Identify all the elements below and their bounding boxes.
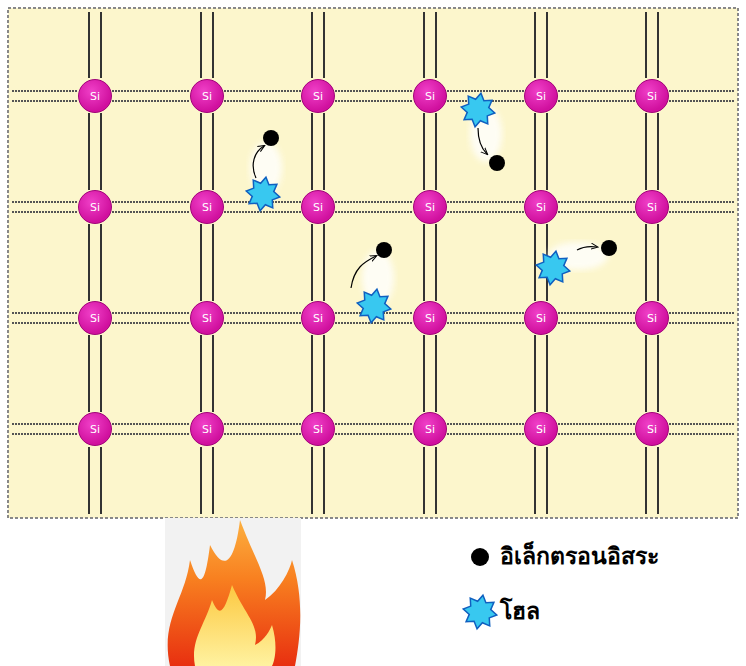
covalent-bond	[224, 91, 301, 101]
covalent-bond	[201, 113, 213, 190]
element-symbol: Si	[425, 313, 435, 324]
covalent-bond	[112, 202, 190, 212]
element-symbol: Si	[647, 424, 657, 435]
covalent-bond	[447, 424, 524, 434]
element-symbol: Si	[202, 91, 212, 102]
covalent-bond	[224, 424, 301, 434]
element-symbol: Si	[425, 424, 435, 435]
covalent-bond	[447, 91, 524, 101]
silicon-atom: Si	[524, 190, 558, 224]
covalent-bond	[558, 313, 635, 323]
electron-hole-pair	[533, 240, 617, 288]
element-symbol: Si	[202, 424, 212, 435]
silicon-atom: Si	[524, 301, 558, 335]
covalent-bond	[312, 335, 324, 412]
element-symbol: Si	[647, 202, 657, 213]
element-symbol: Si	[647, 313, 657, 324]
legend-text: โฮล	[500, 598, 540, 626]
covalent-bond	[224, 313, 301, 323]
silicon-atom: Si	[78, 301, 112, 335]
silicon-atom: Si	[635, 79, 669, 113]
silicon-atom: Si	[190, 301, 224, 335]
flame	[168, 520, 301, 666]
silicon-atom: Si	[190, 412, 224, 446]
silicon-atom: Si	[301, 301, 335, 335]
silicon-atom: Si	[635, 190, 669, 224]
silicon-atom: Si	[635, 412, 669, 446]
element-symbol: Si	[536, 202, 546, 213]
silicon-atom: Si	[413, 301, 447, 335]
element-symbol: Si	[647, 91, 657, 102]
element-symbol: Si	[313, 91, 323, 102]
silicon-atom: Si	[301, 79, 335, 113]
element-symbol: Si	[313, 424, 323, 435]
silicon-atom: Si	[413, 79, 447, 113]
covalent-bond	[335, 424, 413, 434]
covalent-bond	[558, 202, 635, 212]
electron-hole-pair	[351, 242, 394, 326]
covalent-bond	[558, 424, 635, 434]
crystal-panel	[8, 8, 738, 518]
flame-background	[165, 518, 301, 666]
electron-hole-pair	[243, 130, 282, 214]
silicon-atom: Si	[413, 412, 447, 446]
element-symbol: Si	[313, 202, 323, 213]
legend-swatch	[471, 548, 489, 566]
covalent-bond	[447, 313, 524, 323]
element-symbol: Si	[425, 91, 435, 102]
legend-text: อิเล็กตรอนอิสระ	[500, 543, 659, 571]
silicon-atom: Si	[524, 412, 558, 446]
covalent-bond	[112, 313, 190, 323]
covalent-bond	[112, 91, 190, 101]
silicon-atom: Si	[78, 79, 112, 113]
element-symbol: Si	[202, 202, 212, 213]
element-symbol: Si	[90, 424, 100, 435]
flame-core	[194, 585, 275, 666]
covalent-bond	[424, 113, 436, 190]
silicon-atom: Si	[190, 79, 224, 113]
silicon-atom: Si	[635, 301, 669, 335]
covalent-bond	[447, 202, 524, 212]
covalent-bond	[89, 113, 101, 190]
covalent-bond	[424, 335, 436, 412]
silicon-atom: Si	[78, 190, 112, 224]
silicon-atom: Si	[78, 412, 112, 446]
covalent-bond	[646, 224, 658, 301]
element-symbol: Si	[425, 202, 435, 213]
covalent-bond	[535, 113, 547, 190]
element-symbol: Si	[536, 424, 546, 435]
bond-stubs	[89, 12, 658, 514]
element-symbol: Si	[90, 91, 100, 102]
covalent-bond	[335, 202, 413, 212]
legend-samples	[460, 548, 499, 632]
silicon-atom: Si	[301, 412, 335, 446]
covalent-bond	[335, 91, 413, 101]
element-symbol: Si	[313, 313, 323, 324]
silicon-atom: Si	[524, 79, 558, 113]
silicon-atom: Si	[301, 190, 335, 224]
element-symbol: Si	[536, 91, 546, 102]
covalent-bond	[312, 113, 324, 190]
covalent-bond	[312, 224, 324, 301]
covalent-bond	[424, 224, 436, 301]
element-symbol: Si	[90, 202, 100, 213]
covalent-bond	[201, 224, 213, 301]
element-symbol: Si	[536, 313, 546, 324]
covalent-bond	[89, 335, 101, 412]
covalent-bond	[112, 424, 190, 434]
element-symbol: Si	[90, 313, 100, 324]
silicon-atom: Si	[413, 190, 447, 224]
bond-stubs-horizontal	[12, 91, 734, 434]
covalent-bond	[89, 224, 101, 301]
electron-hole-pair	[458, 90, 505, 171]
silicon-atom: Si	[190, 190, 224, 224]
covalent-bond	[535, 335, 547, 412]
covalent-bond	[646, 113, 658, 190]
covalent-bond	[558, 91, 635, 101]
legend-hole-symbol	[460, 592, 499, 631]
covalent-bond	[646, 335, 658, 412]
element-symbol: Si	[202, 313, 212, 324]
covalent-bond	[201, 335, 213, 412]
